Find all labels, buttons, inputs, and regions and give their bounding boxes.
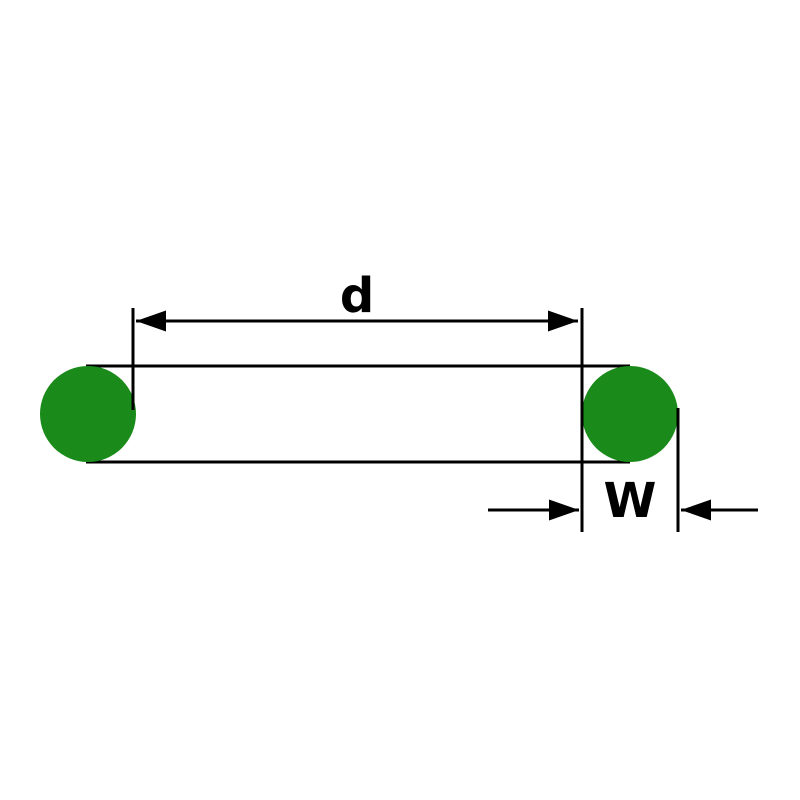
oring-cross-section-left <box>40 366 136 462</box>
cross-section-width-label: W <box>604 473 657 529</box>
oring-cross-section-right <box>582 366 678 462</box>
inner-diameter-label: d <box>340 268 374 324</box>
